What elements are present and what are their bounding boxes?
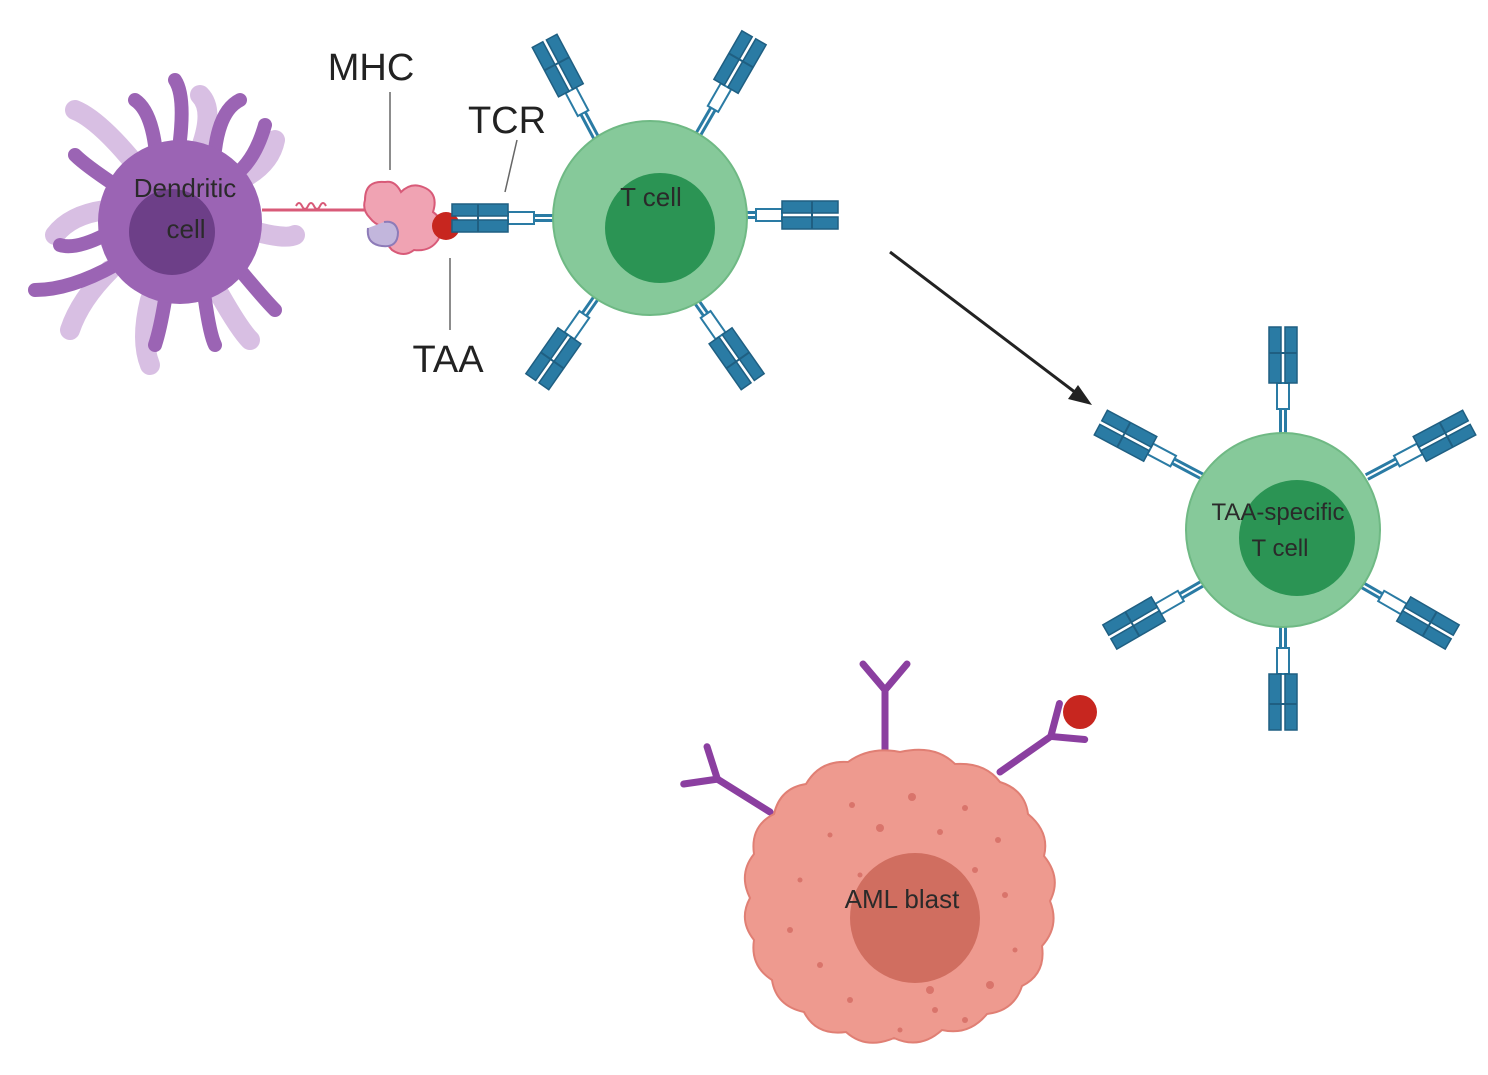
aml-bound-antigen [1063, 695, 1097, 729]
aml-blast-label: AML blast [845, 884, 960, 914]
tcr-receptor [1268, 613, 1298, 731]
mhc-beta2-microglobulin [366, 220, 400, 248]
tcr-receptor [1268, 326, 1298, 444]
mhc-transmembrane [295, 202, 327, 210]
dendritic-cell-label-2: cell [166, 214, 205, 244]
activation-arrow [889, 250, 1092, 405]
tcr-receptor-engaged [451, 203, 569, 233]
dendritic-cell: Dendritic cell [28, 73, 305, 375]
t-cell-nucleus [605, 173, 715, 283]
aml-granules [787, 793, 1018, 1033]
taa-specific-label-1: TAA-specific [1212, 499, 1345, 526]
tcr-receptor [1093, 409, 1211, 491]
tcr-receptor [682, 29, 768, 147]
dendritic-cell-nucleus [129, 189, 215, 275]
mhc-complex: MHC [262, 47, 443, 255]
taa-specific-t-cell: TAA-specific T cell [1093, 326, 1477, 731]
tcr-leader-line [504, 139, 518, 193]
tcr-label: TCR [468, 100, 546, 142]
t-cell: T cell [451, 29, 839, 391]
dendritic-cell-label-1: Dendritic [134, 173, 237, 203]
taa-specific-t-cell-nucleus [1239, 480, 1355, 596]
aml-blast: AML blast [684, 664, 1097, 1044]
taa-label: TAA [412, 339, 484, 381]
taa-antigen-dot [432, 212, 460, 240]
t-cell-label: T cell [620, 182, 682, 212]
aml-blast-nucleus [850, 853, 980, 983]
mhc-label: MHC [328, 47, 415, 89]
aml-surface-antibody [863, 664, 907, 752]
taa-specific-label-2: T cell [1252, 535, 1309, 562]
tcr-receptor [1359, 409, 1477, 491]
